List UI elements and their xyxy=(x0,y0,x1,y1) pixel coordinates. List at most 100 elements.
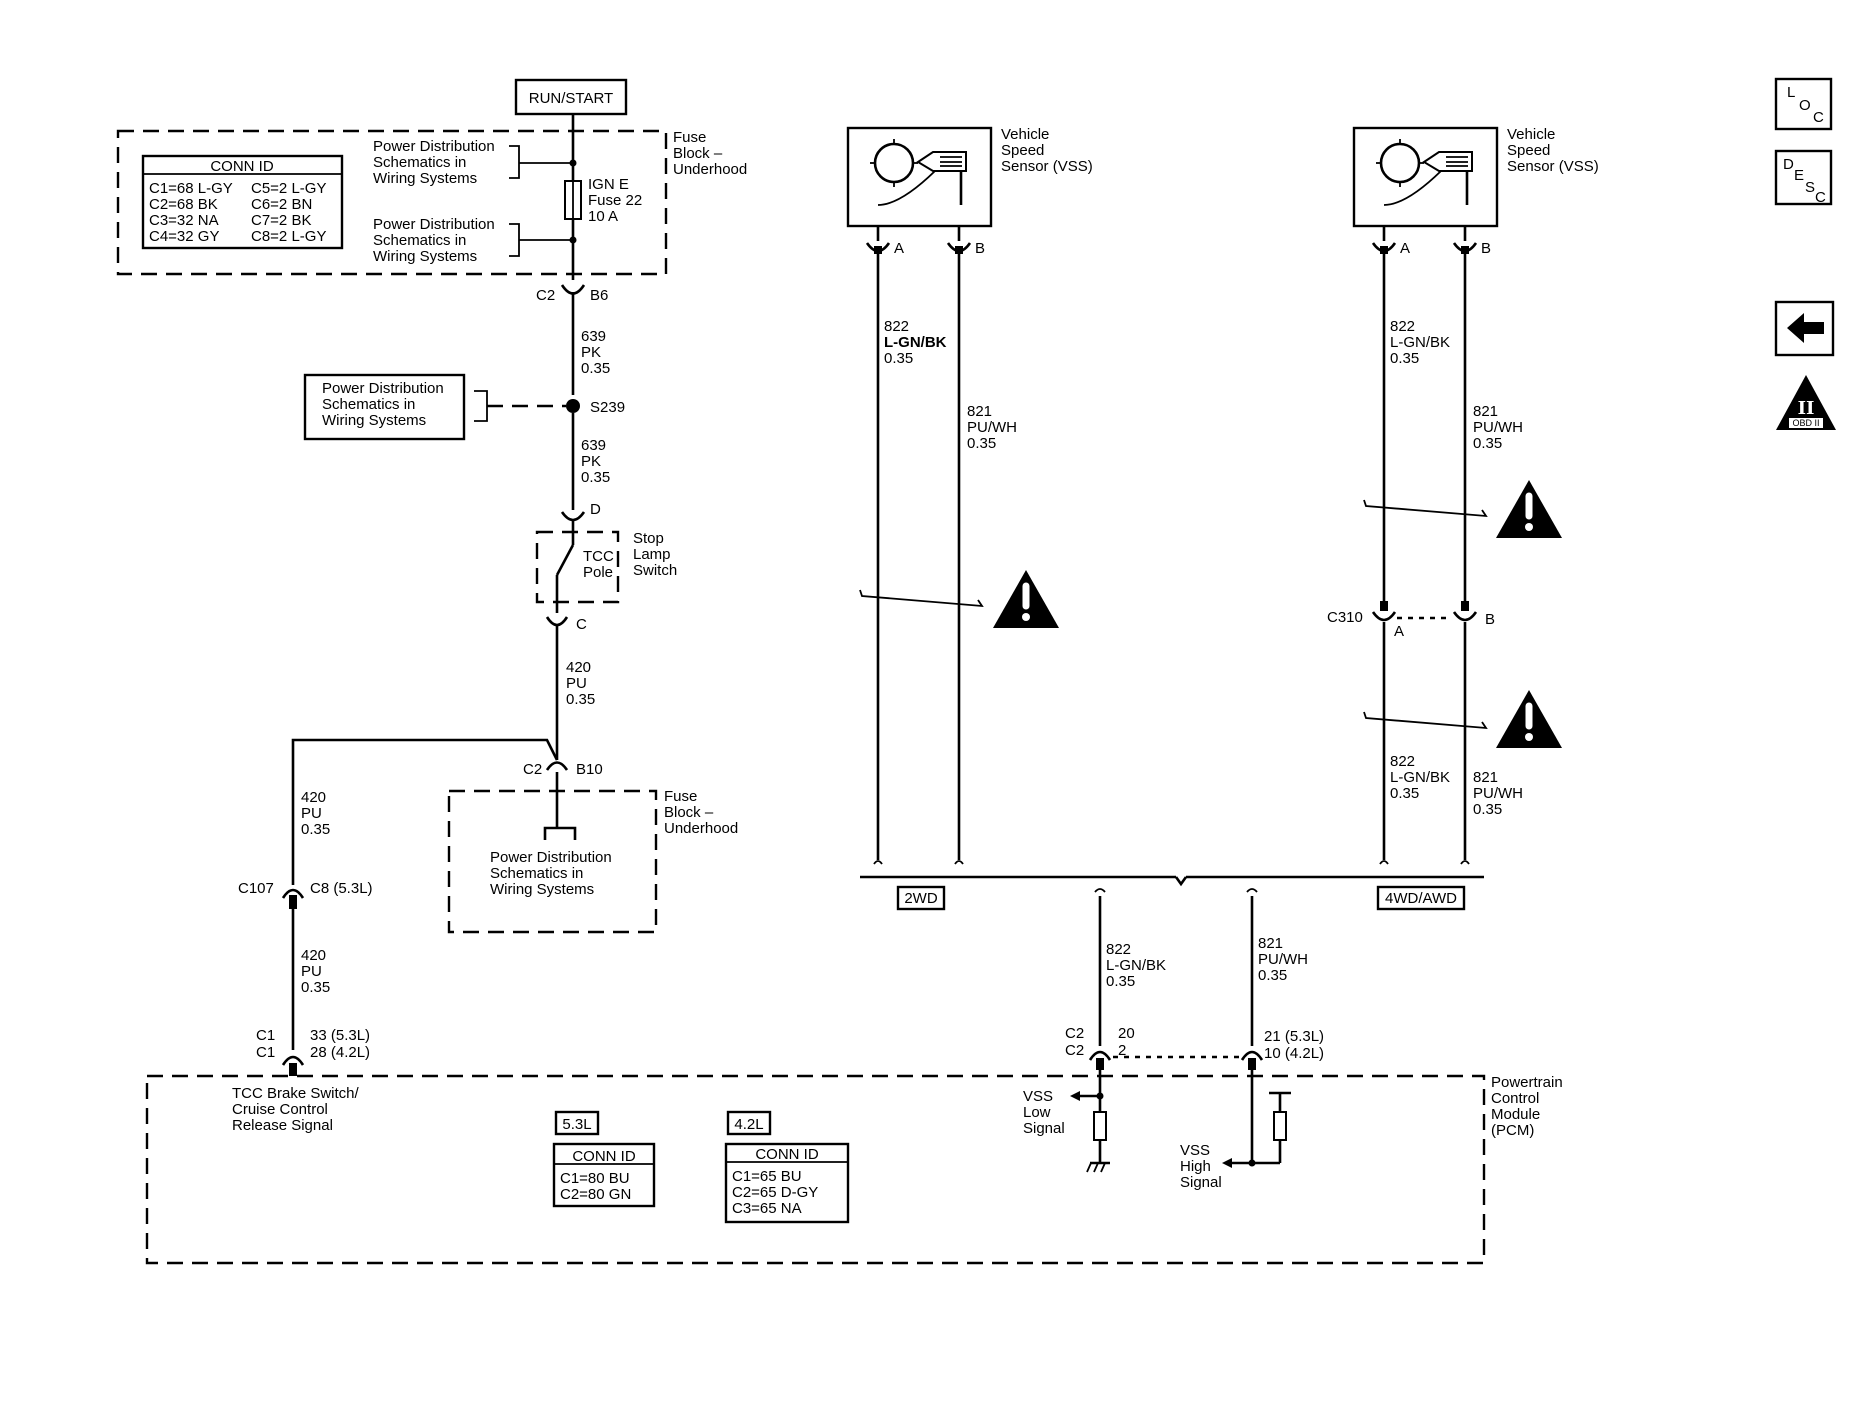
svg-text:420: 420 xyxy=(566,659,591,676)
vss-4wd-pins: A B xyxy=(1371,226,1491,257)
svg-text:L-GN/BK: L-GN/BK xyxy=(1106,957,1166,974)
svg-text:Pole: Pole xyxy=(583,564,613,581)
svg-text:OBD II: OBD II xyxy=(1792,418,1819,428)
svg-text:0.35: 0.35 xyxy=(1106,973,1135,990)
svg-text:Block –: Block – xyxy=(664,804,714,821)
svg-text:Schematics in: Schematics in xyxy=(322,396,415,413)
stop-lamp-switch: TCC Pole Stop Lamp Switch xyxy=(535,519,677,604)
wire-639-label-a: 639 PK 0.35 xyxy=(581,328,610,377)
svg-text:Control: Control xyxy=(1491,1090,1539,1107)
svg-text:B10: B10 xyxy=(576,761,603,778)
svg-text:B6: B6 xyxy=(590,287,608,304)
connector-pcm-c2-right: 21 (5.3L) 10 (4.2L) xyxy=(1240,1028,1324,1070)
loc-icon[interactable]: L O C xyxy=(1774,77,1833,131)
svg-text:C3=65 NA: C3=65 NA xyxy=(732,1200,802,1217)
svg-text:C: C xyxy=(576,616,587,633)
svg-text:L-GN/BK: L-GN/BK xyxy=(884,334,947,351)
connector-c1: C1 C1 33 (5.3L) 28 (4.2L) xyxy=(256,1027,370,1076)
wire-420-branch xyxy=(291,738,559,885)
svg-text:PU: PU xyxy=(301,805,322,822)
connector-c: C xyxy=(545,590,587,760)
run-start-label: RUN/START xyxy=(529,90,613,107)
svg-text:822: 822 xyxy=(1106,941,1131,958)
svg-text:C1=65 BU: C1=65 BU xyxy=(732,1168,802,1185)
svg-text:Power Distribution: Power Distribution xyxy=(373,216,495,233)
wire-420-label-c: 420 PU 0.35 xyxy=(301,947,330,996)
svg-text:TCC: TCC xyxy=(583,548,614,565)
svg-text:33 (5.3L): 33 (5.3L) xyxy=(310,1027,370,1044)
fuse-block-top-label: Fuse Block – Underhood xyxy=(673,129,747,178)
svg-text:Speed: Speed xyxy=(1507,142,1550,159)
vss-sensor-2wd: Vehicle Speed Sensor (VSS) xyxy=(846,126,1093,228)
desc-icon[interactable]: D E S C xyxy=(1774,149,1833,206)
back-arrow-icon[interactable] xyxy=(1774,300,1835,357)
svg-text:B: B xyxy=(975,240,985,257)
svg-text:C2=65 D-GY: C2=65 D-GY xyxy=(732,1184,818,1201)
tcc-brake-signal-label: TCC Brake Switch/ Cruise Control Release… xyxy=(232,1085,360,1134)
svg-text:C: C xyxy=(1815,189,1826,206)
svg-text:S239: S239 xyxy=(590,399,625,416)
vss-low-circuit: VSS Low Signal xyxy=(1023,1070,1110,1173)
variant-bus: 2WD 4WD/AWD xyxy=(860,860,1484,911)
svg-text:822: 822 xyxy=(884,318,909,335)
svg-text:4.2L: 4.2L xyxy=(734,1116,763,1133)
svg-text:L-GN/BK: L-GN/BK xyxy=(1390,769,1450,786)
svg-text:420: 420 xyxy=(301,789,326,806)
svg-text:Vehicle: Vehicle xyxy=(1507,126,1555,143)
svg-text:PU/WH: PU/WH xyxy=(1258,951,1308,968)
svg-text:Wiring Systems: Wiring Systems xyxy=(373,170,477,187)
svg-text:0.35: 0.35 xyxy=(301,979,330,996)
fuse-block-top-outline xyxy=(116,129,668,276)
svg-text:C1: C1 xyxy=(256,1027,275,1044)
svg-text:Vehicle: Vehicle xyxy=(1001,126,1049,143)
obd-ii-icon[interactable]: II OBD II xyxy=(1776,375,1836,430)
svg-text:D: D xyxy=(590,501,601,518)
svg-text:0.35: 0.35 xyxy=(967,435,996,452)
wire-822-label-2wd: 822 L-GN/BK 0.35 xyxy=(884,318,947,367)
wire-420-label-b: 420 PU 0.35 xyxy=(301,789,330,838)
pcm-outline xyxy=(145,1074,1486,1265)
connector-c107: C107 C8 (5.3L) xyxy=(238,880,373,1050)
svg-text:Lamp: Lamp xyxy=(633,546,671,563)
svg-text:Schematics in: Schematics in xyxy=(490,865,583,882)
svg-text:C2=80 GN: C2=80 GN xyxy=(560,1186,631,1203)
svg-text:C8 (5.3L): C8 (5.3L) xyxy=(310,880,373,897)
svg-text:0.35: 0.35 xyxy=(1258,967,1287,984)
svg-text:A: A xyxy=(894,240,904,257)
svg-text:L-GN/BK: L-GN/BK xyxy=(1390,334,1450,351)
svg-text:Low: Low xyxy=(1023,1104,1051,1121)
power-distribution-ref-2: Power Distribution Schematics in Wiring … xyxy=(373,216,577,265)
svg-text:Signal: Signal xyxy=(1023,1120,1065,1137)
wire-821-label-4wd-a: 821 PU/WH 0.35 xyxy=(1473,403,1523,452)
svg-text:Fuse: Fuse xyxy=(673,129,706,146)
svg-text:L: L xyxy=(1787,84,1795,101)
svg-text:Sensor (VSS): Sensor (VSS) xyxy=(1001,158,1093,175)
svg-text:0.35: 0.35 xyxy=(884,350,913,367)
connector-c310: C310 A B xyxy=(1327,601,1495,640)
svg-text:822: 822 xyxy=(1390,318,1415,335)
svg-text:High: High xyxy=(1180,1158,1211,1175)
power-distribution-ref-1: Power Distribution Schematics in Wiring … xyxy=(373,138,577,187)
svg-text:TCC Brake Switch/: TCC Brake Switch/ xyxy=(232,1085,360,1102)
svg-text:420: 420 xyxy=(301,947,326,964)
svg-text:639: 639 xyxy=(581,437,606,454)
wire-821-label-pcm: 821 PU/WH 0.35 xyxy=(1258,935,1308,984)
twisted-pair-mark-2wd xyxy=(859,589,984,608)
svg-text:CONN ID: CONN ID xyxy=(755,1146,819,1163)
svg-text:C2=68 BK: C2=68 BK xyxy=(149,196,218,213)
vss-sensor-4wd: Vehicle Speed Sensor (VSS) xyxy=(1352,126,1599,228)
svg-text:Block –: Block – xyxy=(673,145,723,162)
svg-text:Speed: Speed xyxy=(1001,142,1044,159)
svg-text:Wiring Systems: Wiring Systems xyxy=(490,881,594,898)
svg-text:Switch: Switch xyxy=(633,562,677,579)
splice-s239: S239 xyxy=(487,399,625,416)
svg-text:Underhood: Underhood xyxy=(664,820,738,837)
svg-text:B: B xyxy=(1485,611,1495,628)
svg-text:0.35: 0.35 xyxy=(301,821,330,838)
svg-text:PU/WH: PU/WH xyxy=(1473,785,1523,802)
warning-icon xyxy=(993,570,1059,628)
svg-text:C: C xyxy=(1813,109,1824,126)
svg-text:PU: PU xyxy=(566,675,587,692)
wire-821-label-4wd-b: 821 PU/WH 0.35 xyxy=(1473,769,1523,818)
